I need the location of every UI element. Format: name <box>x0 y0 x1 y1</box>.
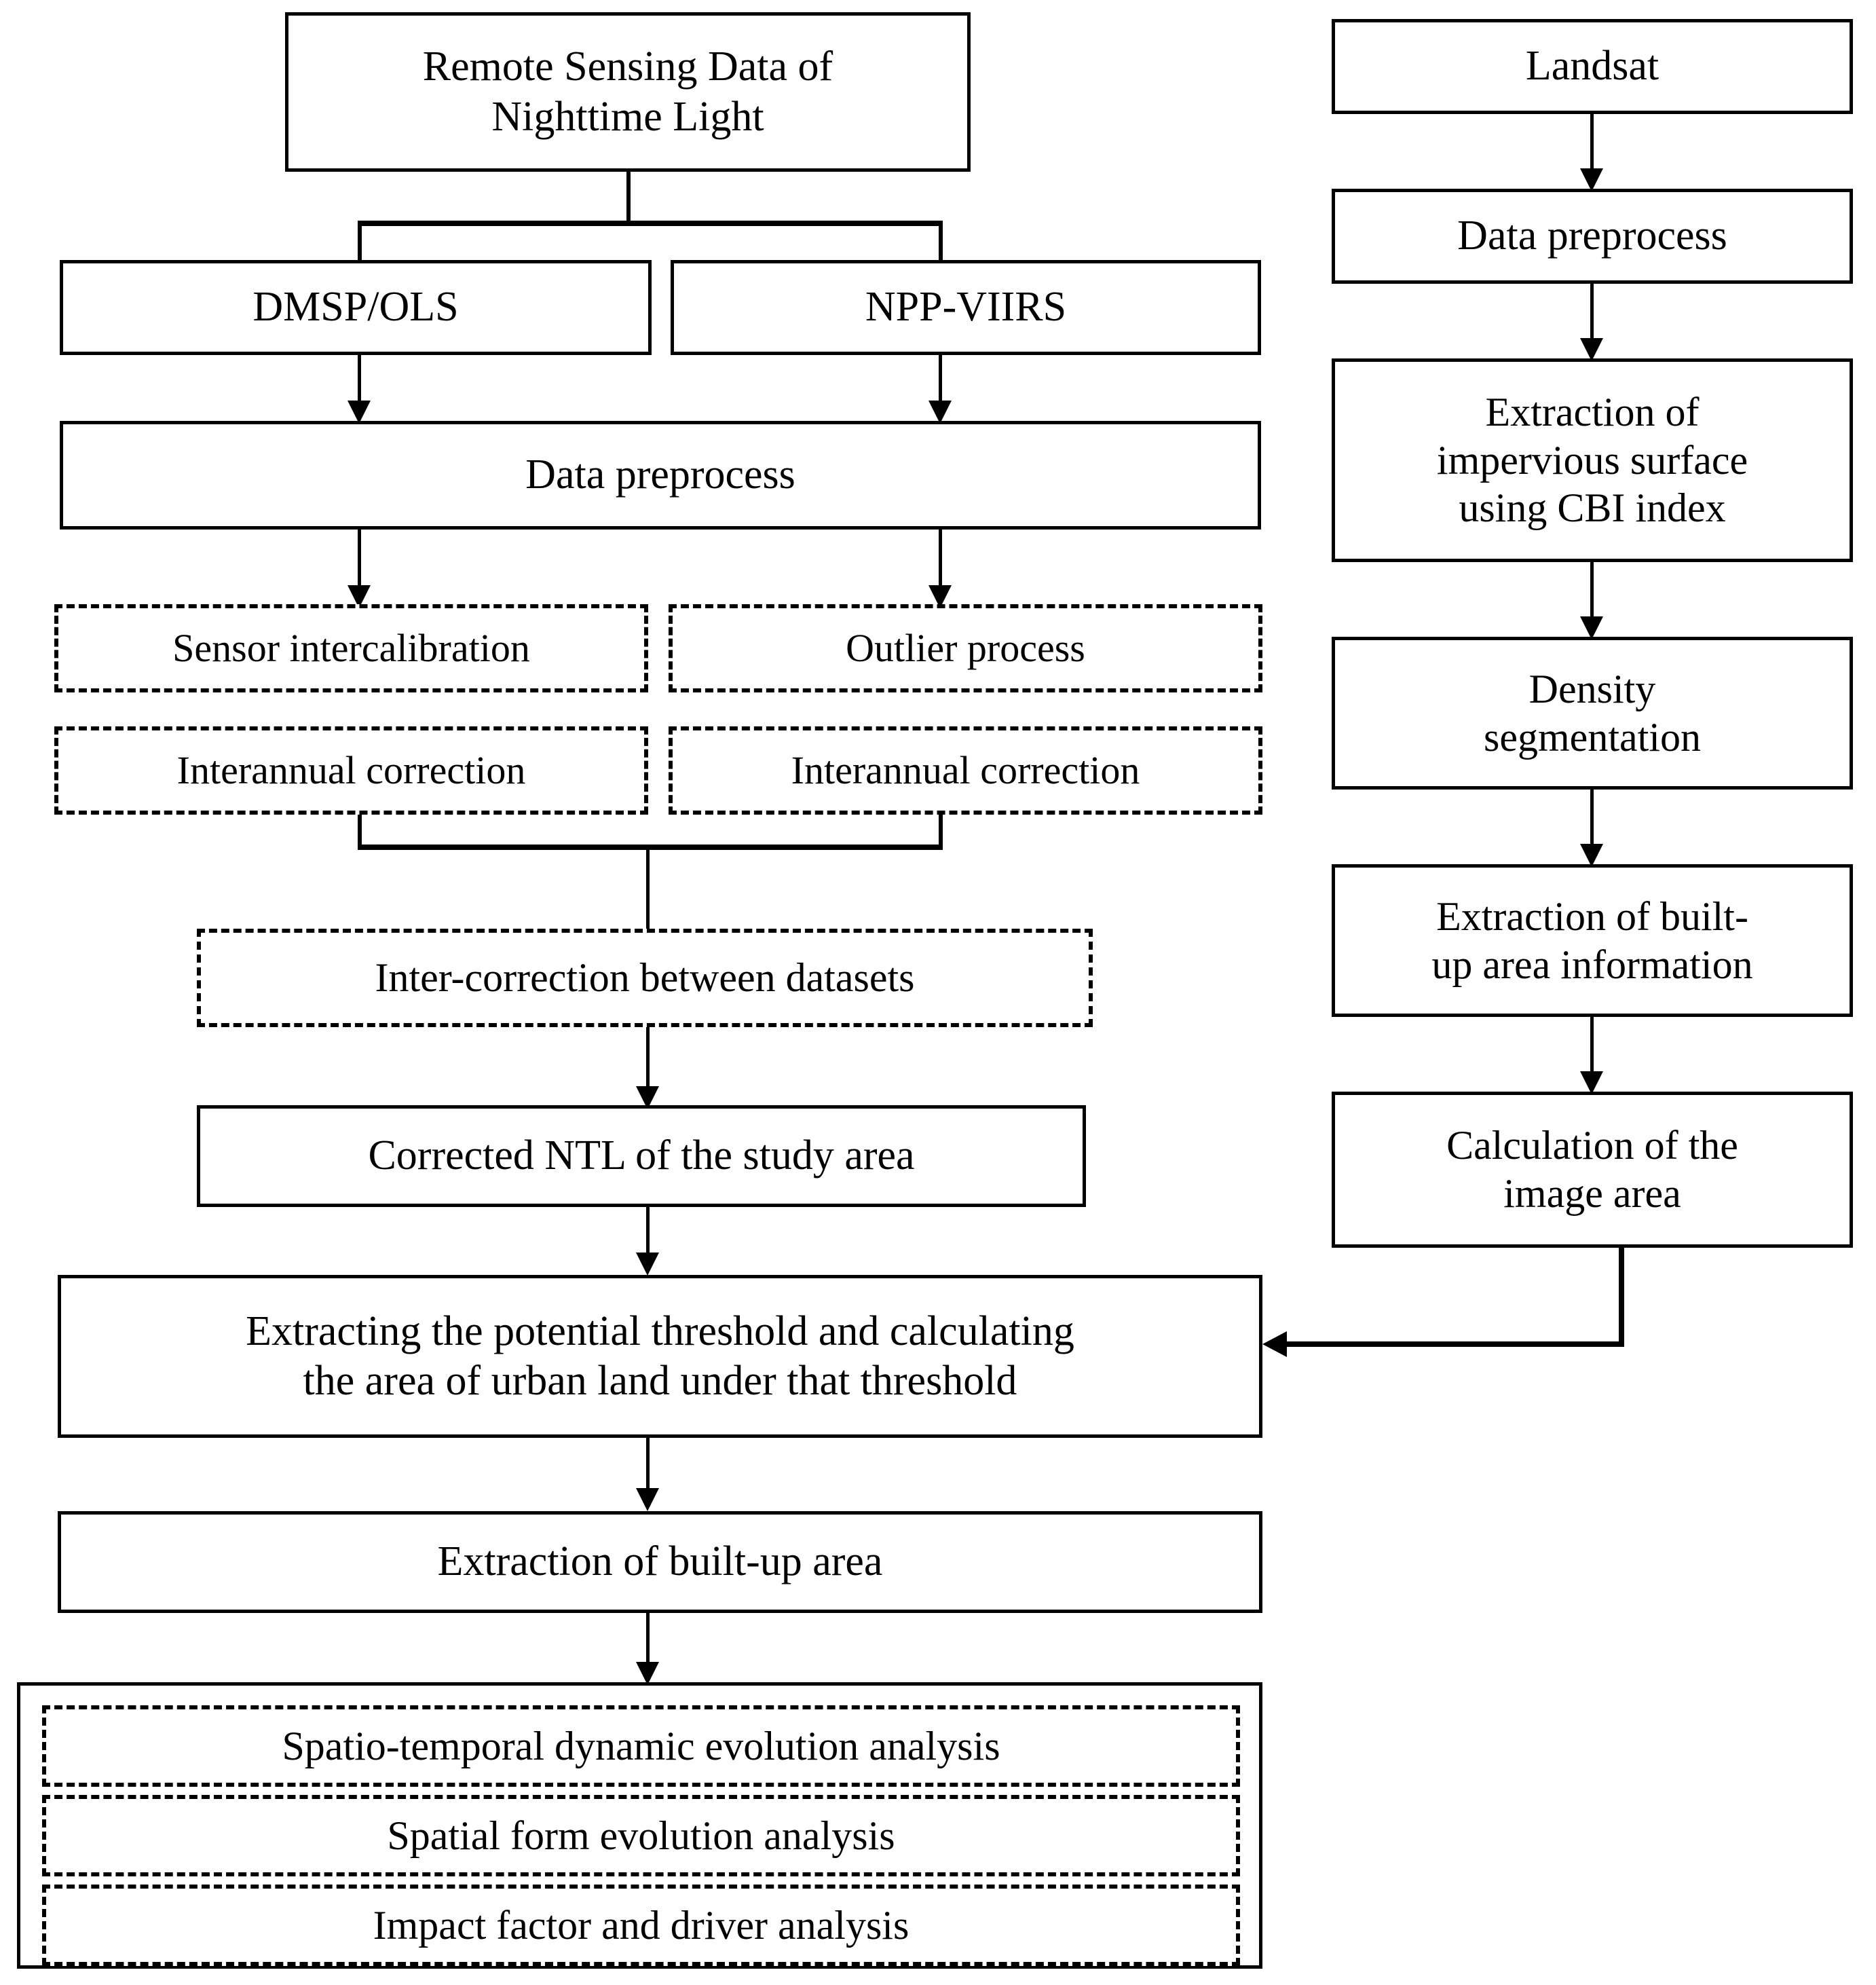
node-builtup-area-information: Extraction of built- up area information <box>1332 864 1853 1017</box>
node-density-segmentation-label: Density segmentation <box>1484 666 1701 760</box>
node-remote-sensing-data: Remote Sensing Data of Nighttime Light <box>285 12 971 172</box>
connector-preprocess-to-outlier <box>939 530 942 594</box>
node-impervious-surface-cbi: Extraction of impervious surface using C… <box>1332 358 1853 562</box>
connector-merge-right-stem <box>939 815 943 849</box>
node-dmsp-ols: DMSP/OLS <box>60 260 652 355</box>
node-landsat: Landsat <box>1332 19 1853 114</box>
arrowhead-npp-to-preprocess <box>928 401 952 424</box>
connector-merge-left-stem <box>358 815 362 849</box>
node-spatial-form-analysis: Spatial form evolution analysis <box>42 1795 1240 1876</box>
connector-preprocess-to-sensor-intercal <box>358 530 361 594</box>
node-inter-correction-label: Inter-correction between datasets <box>375 955 915 1001</box>
node-sensor-intercalibration: Sensor intercalibration <box>54 604 648 692</box>
node-data-preprocess-left-label: Data preprocess <box>525 451 795 498</box>
node-npp-viirs: NPP-VIIRS <box>671 260 1261 355</box>
node-calculation-image-area: Calculation of the image area <box>1332 1092 1853 1248</box>
node-inter-correction: Inter-correction between datasets <box>197 929 1093 1027</box>
connector-density-to-builtup-info <box>1590 790 1594 854</box>
node-corrected-ntl: Corrected NTL of the study area <box>197 1105 1086 1207</box>
arrowhead-builtup-to-analyses <box>636 1662 659 1685</box>
node-corrected-ntl-label: Corrected NTL of the study area <box>368 1132 915 1179</box>
node-remote-sensing-data-label: Remote Sensing Data of Nighttime Light <box>422 43 833 140</box>
arrowhead-density-to-builtup-info <box>1580 844 1603 867</box>
arrowhead-dmsp-to-preprocess <box>348 401 371 424</box>
node-spatiotemporal-analysis: Spatio-temporal dynamic evolution analys… <box>42 1705 1240 1787</box>
node-spatiotemporal-analysis-label: Spatio-temporal dynamic evolution analys… <box>282 1723 1000 1768</box>
node-impact-factor-analysis: Impact factor and driver analysis <box>42 1885 1240 1966</box>
node-extract-threshold: Extracting the potential threshold and c… <box>58 1275 1262 1438</box>
connector-npp-to-preprocess <box>939 355 942 406</box>
node-builtup-area-information-label: Extraction of built- up area information <box>1431 893 1753 987</box>
connector-builtup-info-to-calculation <box>1590 1017 1594 1081</box>
connector-merge-bar <box>358 845 943 850</box>
arrowhead-preprocess-to-impervious <box>1580 338 1603 361</box>
connector-dmsp-to-preprocess <box>358 355 361 406</box>
node-dmsp-ols-label: DMSP/OLS <box>252 284 459 331</box>
connector-impervious-to-density <box>1590 562 1594 627</box>
node-interannual-correction-right-label: Interannual correction <box>791 747 1140 792</box>
connector-split-right <box>939 221 943 261</box>
arrowhead-builtup-info-to-calculation <box>1580 1071 1603 1094</box>
connector-threshold-to-builtup <box>646 1438 650 1499</box>
connector-source-stem <box>626 172 631 223</box>
node-interannual-correction-left: Interannual correction <box>54 726 648 815</box>
arrowhead-calculation-to-threshold <box>1262 1331 1287 1357</box>
node-outlier-process-label: Outlier process <box>846 625 1085 670</box>
arrowhead-impervious-to-density <box>1580 616 1603 639</box>
node-data-preprocess-left: Data preprocess <box>60 421 1261 530</box>
node-landsat-label: Landsat <box>1525 43 1659 90</box>
connector-builtup-to-analyses <box>646 1613 650 1671</box>
node-interannual-correction-right: Interannual correction <box>669 726 1262 815</box>
node-spatial-form-analysis-label: Spatial form evolution analysis <box>387 1813 895 1858</box>
connector-split-left <box>358 221 362 261</box>
connector-source-split-bar <box>358 221 943 226</box>
node-calculation-image-area-label: Calculation of the image area <box>1446 1123 1738 1216</box>
node-data-preprocess-right: Data preprocess <box>1332 189 1853 284</box>
node-extraction-builtup-area-label: Extraction of built-up area <box>437 1538 883 1585</box>
connector-ntl-to-threshold <box>646 1207 650 1261</box>
node-impact-factor-analysis-label: Impact factor and driver analysis <box>373 1902 909 1948</box>
node-extract-threshold-label: Extracting the potential threshold and c… <box>246 1307 1074 1404</box>
connector-preprocess-to-impervious <box>1590 284 1594 348</box>
node-sensor-intercalibration-label: Sensor intercalibration <box>172 625 530 670</box>
node-data-preprocess-right-label: Data preprocess <box>1457 212 1727 259</box>
node-impervious-surface-cbi-label: Extraction of impervious surface using C… <box>1436 389 1748 531</box>
node-npp-viirs-label: NPP-VIIRS <box>865 284 1067 331</box>
node-interannual-correction-left-label: Interannual correction <box>176 747 526 792</box>
node-extraction-builtup-area: Extraction of built-up area <box>58 1511 1262 1613</box>
connector-calculation-elbow-down <box>1619 1248 1624 1346</box>
node-outlier-process: Outlier process <box>669 604 1262 692</box>
node-density-segmentation: Density segmentation <box>1332 637 1853 790</box>
connector-calculation-elbow-across <box>1287 1341 1624 1347</box>
connector-inter-correction-to-ntl <box>646 1027 650 1095</box>
arrowhead-ntl-to-threshold <box>636 1253 659 1276</box>
arrowhead-threshold-to-builtup <box>636 1488 659 1511</box>
arrowhead-landsat-to-preprocess <box>1580 168 1603 191</box>
connector-merge-to-inter-correction <box>646 845 650 933</box>
connector-landsat-to-preprocess <box>1590 114 1594 179</box>
